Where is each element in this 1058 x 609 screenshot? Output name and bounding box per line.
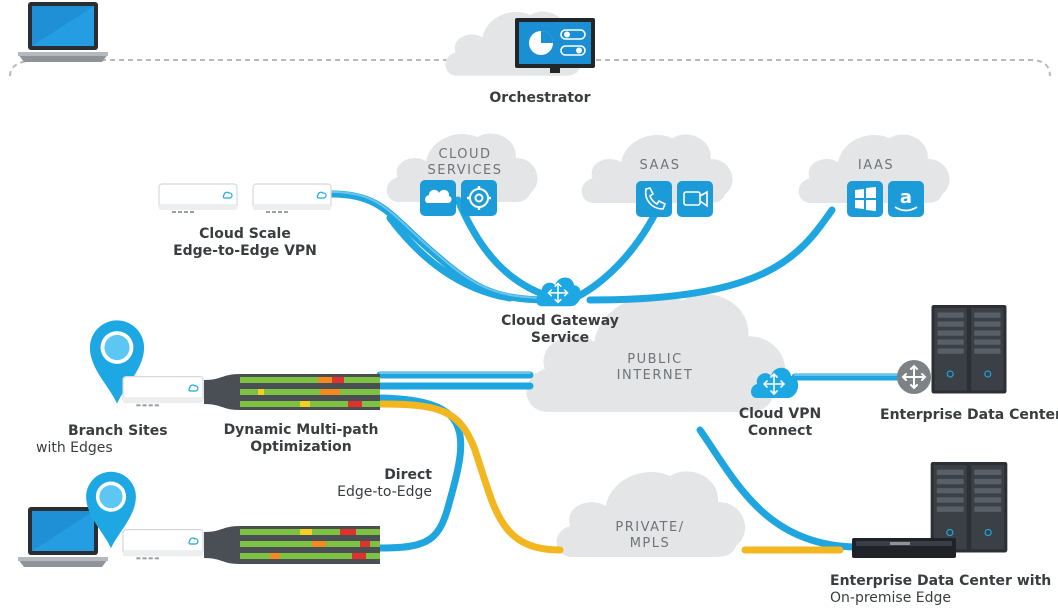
cloud-gateway-label: Cloud Gateway Service xyxy=(490,313,630,347)
branch-sites-line2: with Edges xyxy=(36,440,113,456)
cloud-services-line1: CLOUD xyxy=(438,147,492,162)
laptop-icon xyxy=(18,2,108,62)
private-mpls-line1: PRIVATE/ xyxy=(615,520,685,535)
branch-sites-label: Branch Sites with Edges xyxy=(36,423,168,457)
server-rack-icon xyxy=(930,305,1008,395)
multipath-bundle xyxy=(204,526,380,564)
direct-line1: Direct xyxy=(384,467,432,483)
dmpo-line2: Optimization xyxy=(250,439,352,455)
cloud-vpn-line1: Cloud VPN xyxy=(738,406,822,422)
direct-line2: Edge-to-Edge xyxy=(337,484,432,500)
public-internet-label: PUBLIC INTERNET xyxy=(600,352,710,384)
cloud-scale-line2: Edge-to-Edge VPN xyxy=(173,243,317,259)
branch-sites-line1: Branch Sites xyxy=(68,423,168,439)
gear-icon xyxy=(461,180,497,216)
direct-label: Direct Edge-to-Edge xyxy=(300,467,432,501)
iaas-label: IAAS xyxy=(857,158,895,173)
private-mpls-line2: MPLS xyxy=(629,536,671,551)
public-internet-line1: PUBLIC xyxy=(627,352,683,367)
public-internet-line2: INTERNET xyxy=(616,368,694,383)
monitor-dashboard-icon xyxy=(515,18,595,73)
edge-device xyxy=(122,528,204,560)
on-premise-edge-appliance xyxy=(852,538,956,558)
orchestrator-label: Orchestrator xyxy=(489,90,591,106)
cloud-scale-line1: Cloud Scale xyxy=(199,226,291,242)
cloud-services-line2: SERVICES xyxy=(427,163,503,178)
mpls-links xyxy=(376,400,844,554)
video-camera-icon xyxy=(677,181,713,217)
cloud-gateway-line1: Cloud Gateway xyxy=(501,313,619,329)
enterprise-dc-label: Enterprise Data Center xyxy=(880,407,1058,423)
cloud-icon xyxy=(420,180,456,216)
phone-icon xyxy=(636,181,672,217)
svg-text:a: a xyxy=(900,187,912,208)
router-icon xyxy=(897,360,931,394)
enterprise-dc-edge-line2: On-premise Edge xyxy=(830,590,952,606)
saas-label: SAAS xyxy=(639,158,681,173)
private-mpls-label: PRIVATE/ MPLS xyxy=(600,520,700,552)
edge-device xyxy=(158,183,238,214)
enterprise-dc-edge-line1: Enterprise Data Center with xyxy=(830,573,1052,589)
multipath-bundle xyxy=(204,374,380,410)
enterprise-dc-edge-label: Enterprise Data Center with On-premise E… xyxy=(830,573,1051,607)
cloud-vpn-line2: Connect xyxy=(747,423,813,439)
windows-icon xyxy=(847,181,883,217)
dmpo-label: Dynamic Multi-path Optimization xyxy=(218,422,384,456)
cloud-vpn-label: Cloud VPN Connect xyxy=(725,406,835,440)
cloud-services-label: CLOUD SERVICES xyxy=(420,147,510,179)
dmpo-line1: Dynamic Multi-path xyxy=(223,422,379,438)
cloud-scale-label: Cloud Scale Edge-to-Edge VPN xyxy=(160,226,330,260)
edge-device xyxy=(252,183,332,214)
amazon-icon: a xyxy=(888,181,924,217)
cloud-gateway-icon xyxy=(535,276,582,307)
edge-device xyxy=(122,375,204,407)
cloud-gateway-line2: Service xyxy=(530,330,590,346)
